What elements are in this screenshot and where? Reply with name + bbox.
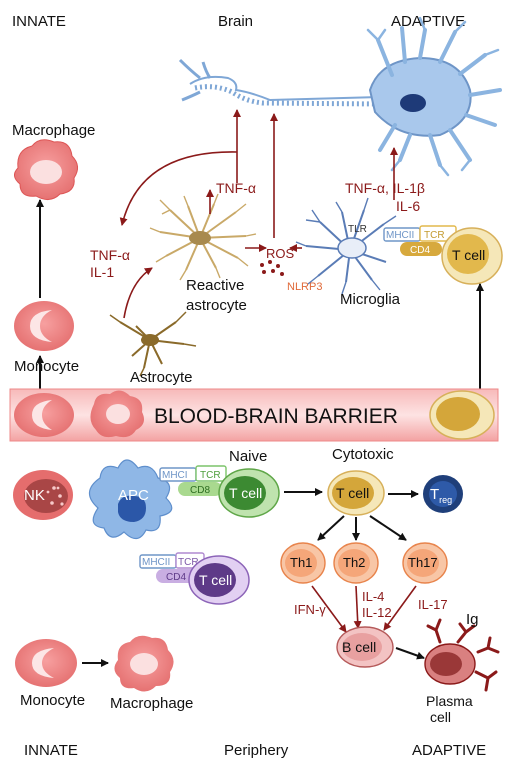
mhc2-periphery-label: MHCII xyxy=(142,557,170,568)
tcell-naive-label: T cell xyxy=(229,485,262,501)
il4-label: IL-4 xyxy=(362,589,384,604)
macrophage-periphery xyxy=(114,635,174,692)
brain-label: Brain xyxy=(218,13,253,30)
reactive-astrocyte-label-2: astrocyte xyxy=(186,297,247,314)
th2-label: Th2 xyxy=(343,555,365,570)
cytokines-label-2: IL-6 xyxy=(396,198,420,214)
ros-dots xyxy=(260,260,284,276)
nlrp3-label: NLRP3 xyxy=(287,281,322,293)
treg-cell xyxy=(423,475,463,513)
innate-bottom-label: INNATE xyxy=(24,742,78,759)
receptor-brain xyxy=(383,225,457,256)
astrocyte xyxy=(109,311,197,377)
tcell-brain xyxy=(441,227,503,285)
tnf-alpha-top-label: TNF-α xyxy=(216,180,256,196)
arrow-th17-to-bcell xyxy=(383,585,417,631)
cd4-brain-label: CD4 xyxy=(410,245,430,256)
arrow-to-th17 xyxy=(369,515,407,541)
treg-label: Treg xyxy=(430,486,452,505)
macrophage-brain-label: Macrophage xyxy=(12,122,95,139)
th1-label: Th1 xyxy=(290,555,312,570)
innate-top-label: INNATE xyxy=(12,13,66,30)
cd4-periphery-label: CD4 xyxy=(166,572,186,583)
tcr2-label: TCR xyxy=(178,557,199,568)
monocyte-brain xyxy=(14,301,74,351)
monocyte-periphery-label: Monocyte xyxy=(20,692,85,709)
il17-label: IL-17 xyxy=(418,597,448,612)
apc-cell xyxy=(88,459,173,540)
tnf-alpha-left-label: TNF-α xyxy=(90,247,130,263)
il1-left-label: IL-1 xyxy=(90,264,114,280)
th1-cell xyxy=(280,542,326,584)
macrophage-brain xyxy=(14,139,78,200)
th17-label: Th17 xyxy=(408,555,438,570)
adaptive-top-label: ADAPTIVE xyxy=(391,13,465,30)
ig-antibodies-icon xyxy=(426,618,500,692)
tlr-label: TLR xyxy=(348,224,367,235)
bcell xyxy=(336,626,394,668)
periphery-label: Periphery xyxy=(224,742,289,759)
tcell-cytotoxic xyxy=(327,470,385,516)
arrow-to-th1 xyxy=(317,515,345,541)
reactive-astrocyte-label-1: Reactive xyxy=(186,277,244,294)
tcell-cd4-periphery xyxy=(188,555,250,605)
th17-cell xyxy=(402,542,448,584)
plasma-label-1: Plasma xyxy=(426,693,473,709)
naive-label: Naive xyxy=(229,448,267,465)
microglia-label: Microglia xyxy=(340,291,401,308)
monocyte-brain-label: Monocyte xyxy=(14,358,79,375)
arrow-th1-to-bcell xyxy=(311,585,347,633)
apc-label: APC xyxy=(118,487,149,504)
reactive-astrocyte xyxy=(149,193,257,281)
cytokines-label-1: TNF-α, IL-1β xyxy=(345,180,425,196)
monocyte-periphery xyxy=(15,639,77,687)
cd8-label: CD8 xyxy=(190,485,210,496)
ros-label: ROS xyxy=(266,246,295,261)
microglia xyxy=(295,197,397,295)
tcell-cyto-label: T cell xyxy=(336,485,369,501)
arrow-bcell-to-plasma xyxy=(395,647,425,660)
il12-label: IL-12 xyxy=(362,605,392,620)
plasma-cell xyxy=(424,643,476,685)
mhc1-label: MHCI xyxy=(162,470,188,481)
ifn-label: IFN-γ xyxy=(294,602,326,617)
astrocyte-label: Astrocyte xyxy=(130,369,193,386)
ig-label: Ig xyxy=(466,611,479,628)
receptor-cd4-periphery xyxy=(139,552,205,583)
blood-brain-barrier xyxy=(9,388,499,442)
neuron xyxy=(178,16,502,177)
bcell-label: B cell xyxy=(342,639,376,655)
adaptive-bottom-label: ADAPTIVE xyxy=(412,742,486,759)
tcell-cd4-label: T cell xyxy=(199,572,232,588)
plasma-label-2: cell xyxy=(430,709,451,725)
nk-cell xyxy=(13,470,73,520)
macrophage-periphery-label: Macrophage xyxy=(110,695,193,712)
nk-label: NK xyxy=(24,487,45,504)
tcell-brain-label: T cell xyxy=(452,247,485,263)
tcell-naive xyxy=(218,468,280,518)
th2-cell xyxy=(333,542,379,584)
mhc2-brain-label: MHCII xyxy=(386,230,414,241)
arrow-tnf-loop xyxy=(119,151,238,226)
tcr-brain-label: TCR xyxy=(424,230,445,241)
arrow-astrocyte-to-reactive xyxy=(123,267,153,319)
tcr1-label: TCR xyxy=(200,470,221,481)
cytotoxic-label: Cytotoxic xyxy=(332,446,394,463)
arrow-th2-to-bcell xyxy=(353,585,362,629)
receptor-cd8 xyxy=(159,465,227,496)
barrier-label: BLOOD-BRAIN BARRIER xyxy=(154,405,398,428)
